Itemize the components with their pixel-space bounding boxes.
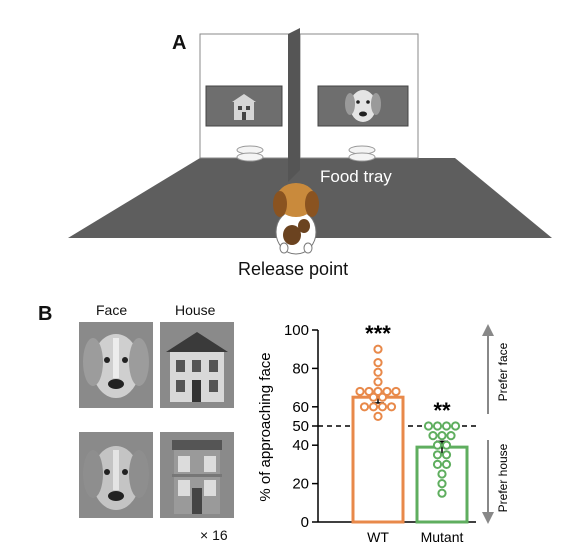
- x-tick-label: WT: [367, 529, 389, 545]
- x-tick-labels: WT Mutant: [367, 529, 463, 545]
- y-tick-label: 100: [284, 322, 309, 339]
- data-point: [364, 386, 374, 397]
- food-tray-label: Food tray: [320, 167, 392, 186]
- data-point: [450, 421, 461, 431]
- data-point: [355, 386, 365, 397]
- data-point: [391, 386, 401, 397]
- prefer-face-arrow: [482, 324, 494, 414]
- data-point: [432, 450, 443, 460]
- data-point: [441, 440, 452, 450]
- data-point: [432, 459, 443, 469]
- data-point: [373, 358, 383, 368]
- face-column-label: Face: [96, 302, 128, 318]
- data-point: [423, 421, 434, 431]
- y-tick-label: 0: [301, 514, 309, 531]
- y-tick-label: 50: [292, 418, 309, 435]
- panel-a-label: A: [172, 32, 187, 54]
- data-point: [441, 459, 452, 469]
- data-point: [446, 431, 456, 441]
- data-point: [432, 440, 443, 450]
- data-point: [373, 411, 383, 421]
- house-photo-1: [160, 322, 234, 408]
- data-point: [377, 402, 388, 412]
- significance-label: ***: [365, 321, 391, 346]
- dog-face-icon-small: [345, 90, 381, 122]
- y-tick-label: 80: [292, 360, 309, 377]
- data-point: [373, 386, 383, 397]
- divider-wall: [288, 28, 300, 182]
- data-point: [368, 392, 379, 402]
- release-point-label: Release point: [238, 259, 349, 279]
- right-food-tray: [348, 145, 376, 162]
- prefer-house-arrow: [482, 440, 494, 524]
- y-tick-label: 40: [292, 437, 309, 454]
- left-food-tray: [236, 145, 264, 162]
- data-point: [359, 402, 370, 412]
- house-column-label: House: [175, 302, 216, 318]
- data-point: [441, 421, 452, 431]
- data-point: [437, 431, 447, 441]
- data-point: [368, 402, 379, 412]
- data-point: [373, 344, 383, 354]
- data-point: [373, 377, 383, 387]
- prefer-face-label: Prefer face: [496, 342, 510, 401]
- data-point: [386, 402, 397, 412]
- arena-illustration: [68, 28, 552, 255]
- data-point: [377, 392, 388, 402]
- data-point: [428, 431, 438, 441]
- data-point: [382, 386, 392, 397]
- data-point: [437, 469, 447, 479]
- house-icon-small: [232, 94, 256, 120]
- bars: *****: [351, 321, 469, 524]
- data-point: [441, 450, 452, 460]
- dog-face-photo-2: [79, 432, 153, 518]
- panel-b-label: B: [38, 303, 53, 325]
- multiplier-label: × 16: [200, 527, 228, 543]
- data-points: [355, 344, 461, 498]
- data-point: [437, 488, 447, 498]
- significance-label: **: [433, 398, 451, 423]
- y-axis-label: % of approaching face: [257, 352, 274, 501]
- data-point: [437, 479, 447, 489]
- y-tick-label: 20: [292, 476, 309, 493]
- data-point: [373, 367, 383, 377]
- prefer-house-label: Prefer house: [496, 443, 510, 512]
- y-axis: 0 20 40 50 60 80 100: [284, 322, 476, 531]
- data-point: [432, 421, 443, 431]
- dog-face-photo-1: [79, 322, 153, 408]
- y-tick-label: 60: [292, 399, 309, 416]
- x-tick-label: Mutant: [421, 529, 464, 545]
- dog-figure: [273, 183, 319, 255]
- house-photo-2: [160, 432, 234, 518]
